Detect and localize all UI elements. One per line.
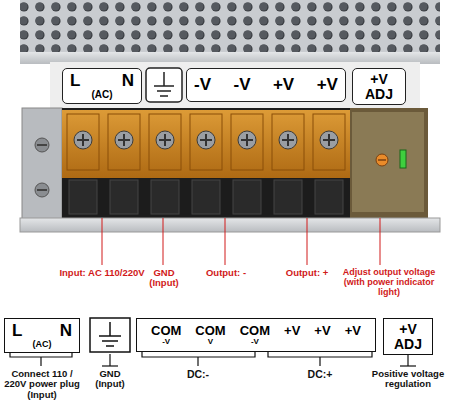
terminal-label: +V xyxy=(370,72,388,87)
terminal-label: L xyxy=(12,322,22,340)
terminal-caption: Positive voltage regulation xyxy=(370,369,446,390)
terminal-label: +V xyxy=(399,322,417,337)
terminal-label: +V xyxy=(314,324,330,338)
terminal-label: +V xyxy=(345,324,361,338)
callout-label: Output: - xyxy=(196,268,256,278)
terminal-label: ADJ xyxy=(394,337,422,352)
terminal-screws xyxy=(67,114,345,214)
terminal-label: -V xyxy=(251,338,259,346)
terminal-label-box: +VADJ xyxy=(383,318,433,355)
ground-symbol xyxy=(146,68,182,102)
ground-box xyxy=(90,318,130,352)
terminal-label-box: -V -V +V +V xyxy=(186,68,346,102)
terminal-label: COM xyxy=(151,324,181,338)
terminal-label: N xyxy=(122,72,134,90)
terminal-label-box: COM-VCOMVCOM-V+V+V+V xyxy=(136,318,376,352)
terminal-label: (AC) xyxy=(33,340,52,349)
callout-label: GND (Input) xyxy=(143,268,185,289)
terminal-label: ADJ xyxy=(365,87,393,102)
terminal-label: L xyxy=(70,72,80,90)
terminal-label: -V xyxy=(233,76,250,94)
terminal-caption: DC:- xyxy=(176,369,220,381)
terminal-label: -V xyxy=(194,76,211,94)
terminal-label: N xyxy=(60,322,72,340)
terminal-label: -V xyxy=(162,338,170,346)
terminal-label-box: L N (AC) xyxy=(4,318,80,353)
terminal-caption: DC:+ xyxy=(298,369,342,381)
terminal-label: COM xyxy=(240,324,270,338)
brackets xyxy=(10,352,416,366)
terminal-label-box: L N (AC) xyxy=(62,68,142,104)
terminal-label: +V xyxy=(317,76,338,94)
terminal-label: V xyxy=(208,338,213,346)
terminal-label: COM xyxy=(195,324,225,338)
terminal-label-box: +VADJ xyxy=(352,68,406,105)
callout-label: Input: AC 110/220V xyxy=(50,268,154,278)
terminal-caption: Connect 110 / 220V power plug (Input) xyxy=(2,369,82,400)
terminal-label: +V xyxy=(273,76,294,94)
leader-lines xyxy=(102,218,380,265)
terminal-label: (AC) xyxy=(91,90,112,101)
callout-label: Adjust output voltage (with power indica… xyxy=(332,268,446,298)
terminal-label: +V xyxy=(284,324,300,338)
callout-label: Output: + xyxy=(277,268,337,278)
terminal-caption: GND (Input) xyxy=(88,369,132,390)
